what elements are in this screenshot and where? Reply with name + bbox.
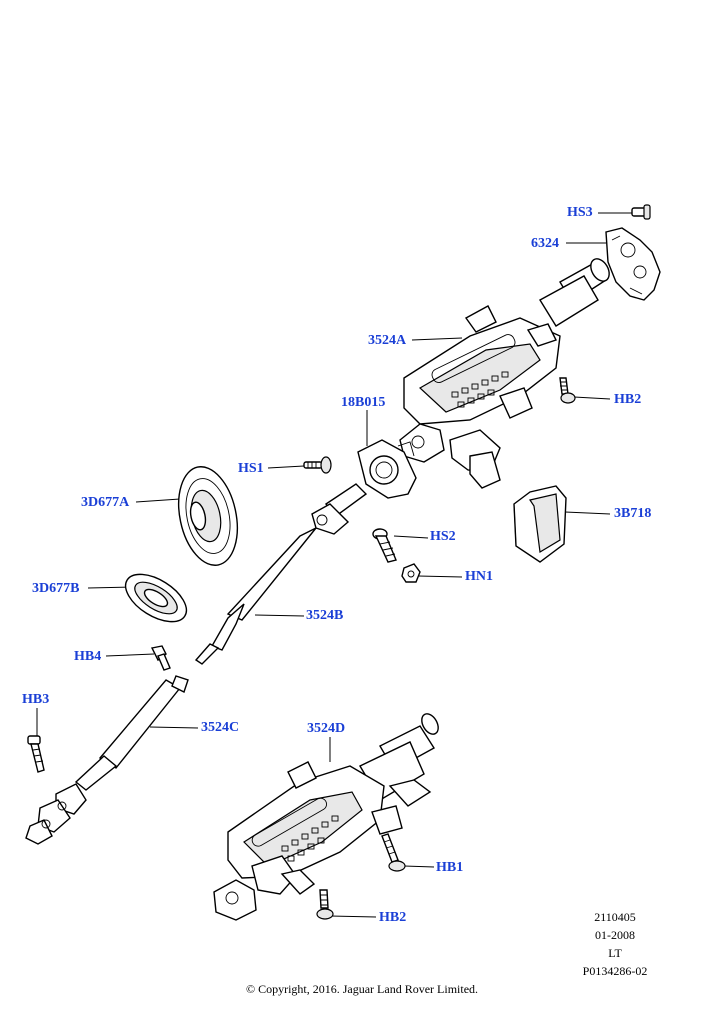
callout-3524c: 3524C [201,720,240,735]
callout-3d677a: 3D677A [81,495,130,510]
callout-18b015: 18B015 [341,395,386,410]
leader-lines [36,212,632,918]
column-assembly-3524d-drawing [213,713,439,921]
bracket-6324-drawing [605,227,661,301]
hs3-screw-drawing [631,204,651,220]
hn1-nut-drawing [401,563,421,583]
callout-3524a: 3524A [368,333,407,348]
column-assembly-3524a-drawing [399,258,610,489]
hb3-bolt-drawing [27,735,45,773]
hs2-bolt-drawing [372,528,397,563]
seal-3d677a-drawing [178,466,238,566]
grommet-3d677b-drawing [124,573,188,623]
callout-hs3: HS3 [567,205,593,220]
callout-3b718: 3B718 [614,506,652,521]
shaft-3524b-drawing [194,483,368,665]
callout-hb2-bottom: HB2 [379,910,407,925]
callout-3524b: 3524B [306,608,344,623]
callout-hb3: HB3 [22,692,50,707]
diagram-reference: P0134286-02 [582,964,648,978]
hb1-bolt-drawing [381,833,406,872]
hb2-bottom-bolt-drawing [316,889,334,920]
callout-6324: 6324 [531,236,559,251]
callout-3524d: 3524D [307,721,346,736]
hs1-screw-drawing [303,456,332,474]
hb2-top-bolt-drawing [559,377,576,404]
callout-hb2-top: HB2 [614,392,642,407]
callout-hn1: HN1 [465,569,493,584]
cover-3b718-drawing [513,485,567,563]
shaft-3524c-drawing [25,675,189,845]
callout-hb1: HB1 [436,860,464,875]
callout-hs2: HS2 [430,529,456,544]
hb4-bolt-drawing [150,645,171,671]
copyright-notice: © Copyright, 2016. Jaguar Land Rover Lim… [245,982,479,996]
callout-hs1: HS1 [238,461,264,476]
diagram-code: 2110405 [594,910,636,924]
clockspring-18b015-drawing [357,439,417,499]
diagram-variant: LT [608,946,622,960]
diagram-date: 01-2008 [595,928,635,942]
callout-hb4: HB4 [74,649,102,664]
callout-3d677b: 3D677B [32,581,80,596]
